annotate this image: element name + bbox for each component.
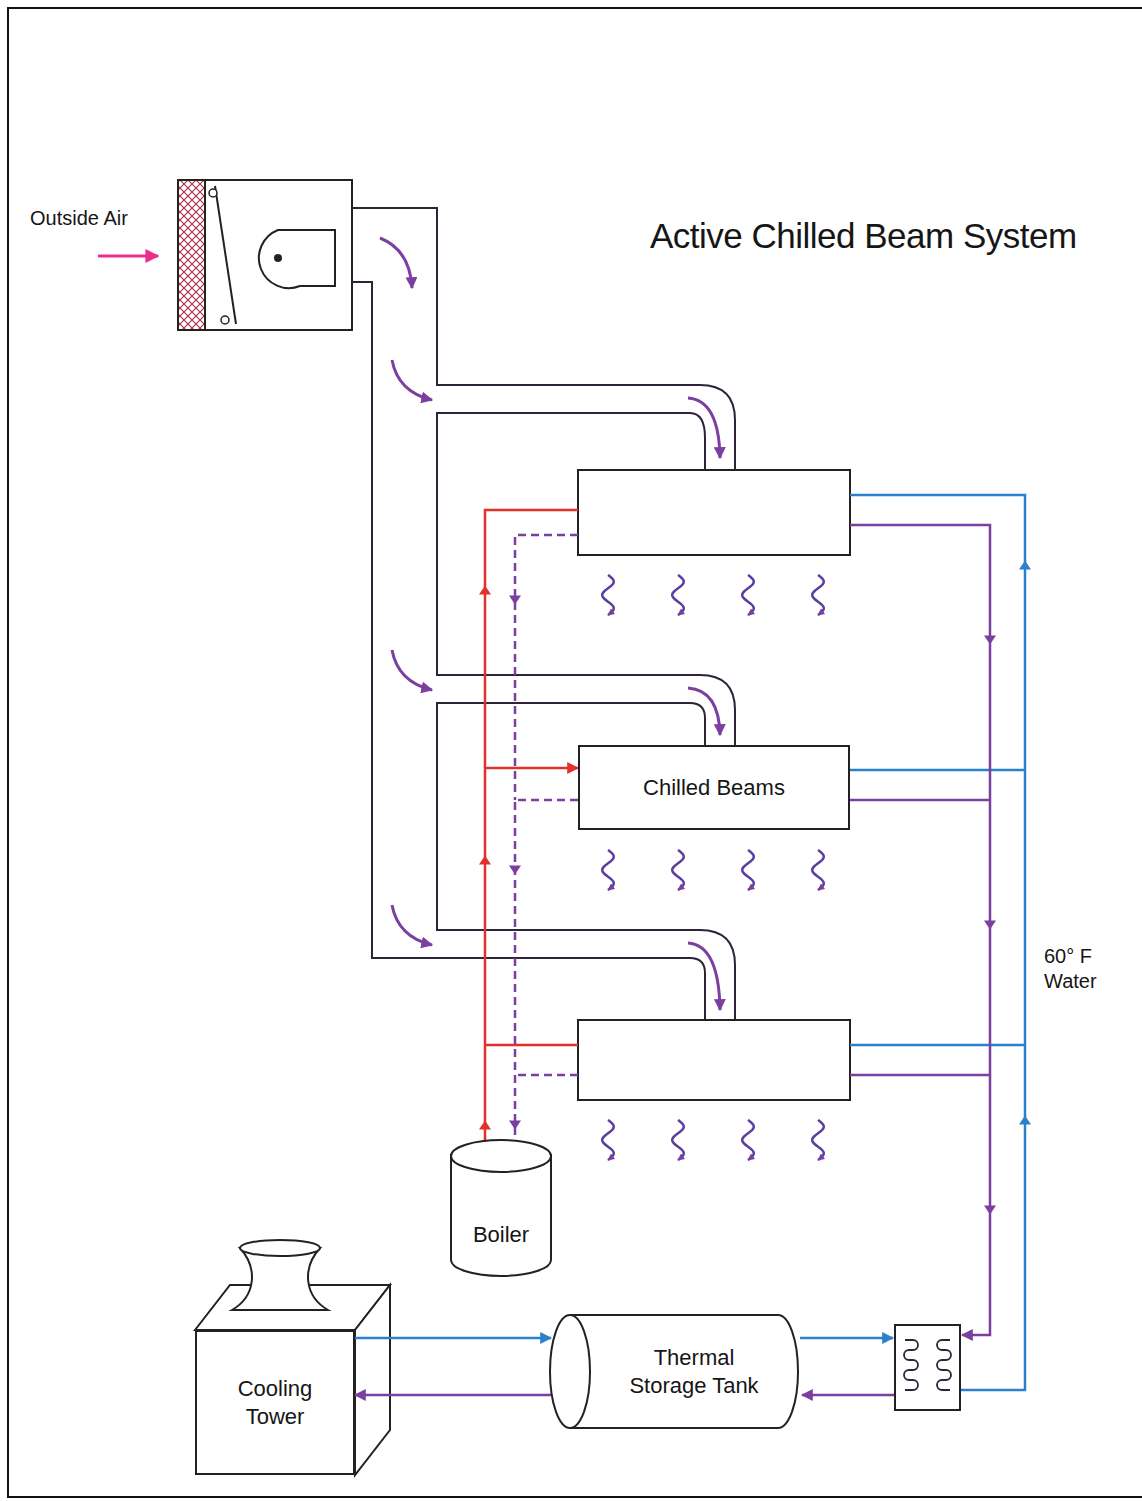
chilled-beam: Chilled Beams [578,745,850,830]
heat-exchanger [895,1325,960,1410]
hot-water-return [515,535,578,1075]
air-handler [221,316,229,324]
flow-arrowhead [984,636,996,645]
hot-water-return [515,1074,578,1077]
chilled-water-supply [850,495,1025,1390]
cooling-wave [672,850,684,890]
airflow-arrow [380,238,720,1010]
hot-water-supply [485,1044,578,1047]
hot-water-return [515,535,578,800]
cooling-tower-body [240,1240,320,1256]
cooling-wave [602,1120,614,1160]
chilled-water-supply [800,1337,893,1340]
chilled-water-return [802,1394,895,1397]
air-handler [178,180,205,330]
boiler: Boiler [448,1138,554,1278]
pipe-connector [515,800,578,1158]
air-handler [209,189,217,197]
airflow-arrow [688,398,720,458]
cylinder-body [570,1315,798,1428]
pipe-connector [355,1394,551,1397]
cooling-tower-body [232,1248,328,1310]
water-temp-label: 60° F Water [1044,944,1120,994]
cooling-tower: Cooling Tower [195,1330,355,1475]
air-handler [274,254,282,262]
hot-water-supply [485,510,578,768]
node-label: Thermal Storage Tank [619,1344,769,1399]
chilled-water-return [850,799,990,802]
flow-arrowhead [479,586,491,595]
storage-tank: Thermal Storage Tank [548,1313,800,1430]
cooling-wave [742,850,754,890]
heat-exchanger [937,1340,951,1390]
air-handler [178,180,352,330]
chilled-beam [578,470,850,1100]
flow-arrowhead [1019,1116,1031,1125]
cooling-wave [672,575,684,615]
cooling-wave [742,1120,754,1160]
chilled-beam [578,470,850,555]
flow-arrowhead [509,596,521,605]
airflow-arrow [688,688,720,735]
flow-arrowhead [984,1206,996,1215]
cooling-tower-body [195,1240,390,1475]
inlet-label: Outside Air [30,206,128,231]
heat-exchanger [904,1340,918,1390]
flow-arrowhead [1019,561,1031,570]
chilled-beam [578,1020,850,1100]
airflow-arrow [392,905,432,945]
pipe-connector [485,768,578,1156]
chilled-water-return [850,525,990,1335]
supply-duct [437,413,735,745]
airflow-arrow [688,943,720,1010]
cooling-wave [602,575,614,615]
supply-duct [352,282,705,1020]
node-label: Chilled Beams [643,774,785,802]
cooling-wave [602,850,614,890]
airflow-arrow [380,238,412,288]
pipe-connector [355,1337,551,1340]
page-frame [8,8,1142,1497]
cooling-tower-body [355,1285,390,1475]
cooling-wave [812,850,824,890]
node-label: Boiler [473,1221,529,1249]
chilled-water-supply [850,1044,1025,1047]
flow-marks [479,561,1031,1215]
airflow-arrow [392,650,432,690]
diagram-title: Active Chilled Beam System [650,214,1077,258]
cylinder-end [550,1315,590,1428]
air-handler [215,186,236,324]
storage-tank-outline [548,1313,800,1430]
chilled-water-supply [800,495,1025,1390]
boiler-outline [448,1138,554,1278]
chilled-water-return [850,1074,990,1077]
cylinder-top [451,1140,551,1172]
cooling-wave [672,1120,684,1160]
cooling-wave [812,575,824,615]
air-handler [259,230,335,288]
cooling-wave [742,575,754,615]
chilled-water-return [802,525,990,1395]
flow-arrowhead [984,921,996,930]
inlet-arrow [98,255,158,258]
airflow-arrow [392,360,432,400]
node-label: Cooling Tower [229,1375,321,1430]
cooling-wave [812,1120,824,1160]
hot-water-supply [485,510,578,1045]
air-handler [178,180,352,330]
heat-exchanger [895,1325,960,1410]
chilled-water-supply [850,769,1025,772]
supply-duct [352,208,735,1020]
